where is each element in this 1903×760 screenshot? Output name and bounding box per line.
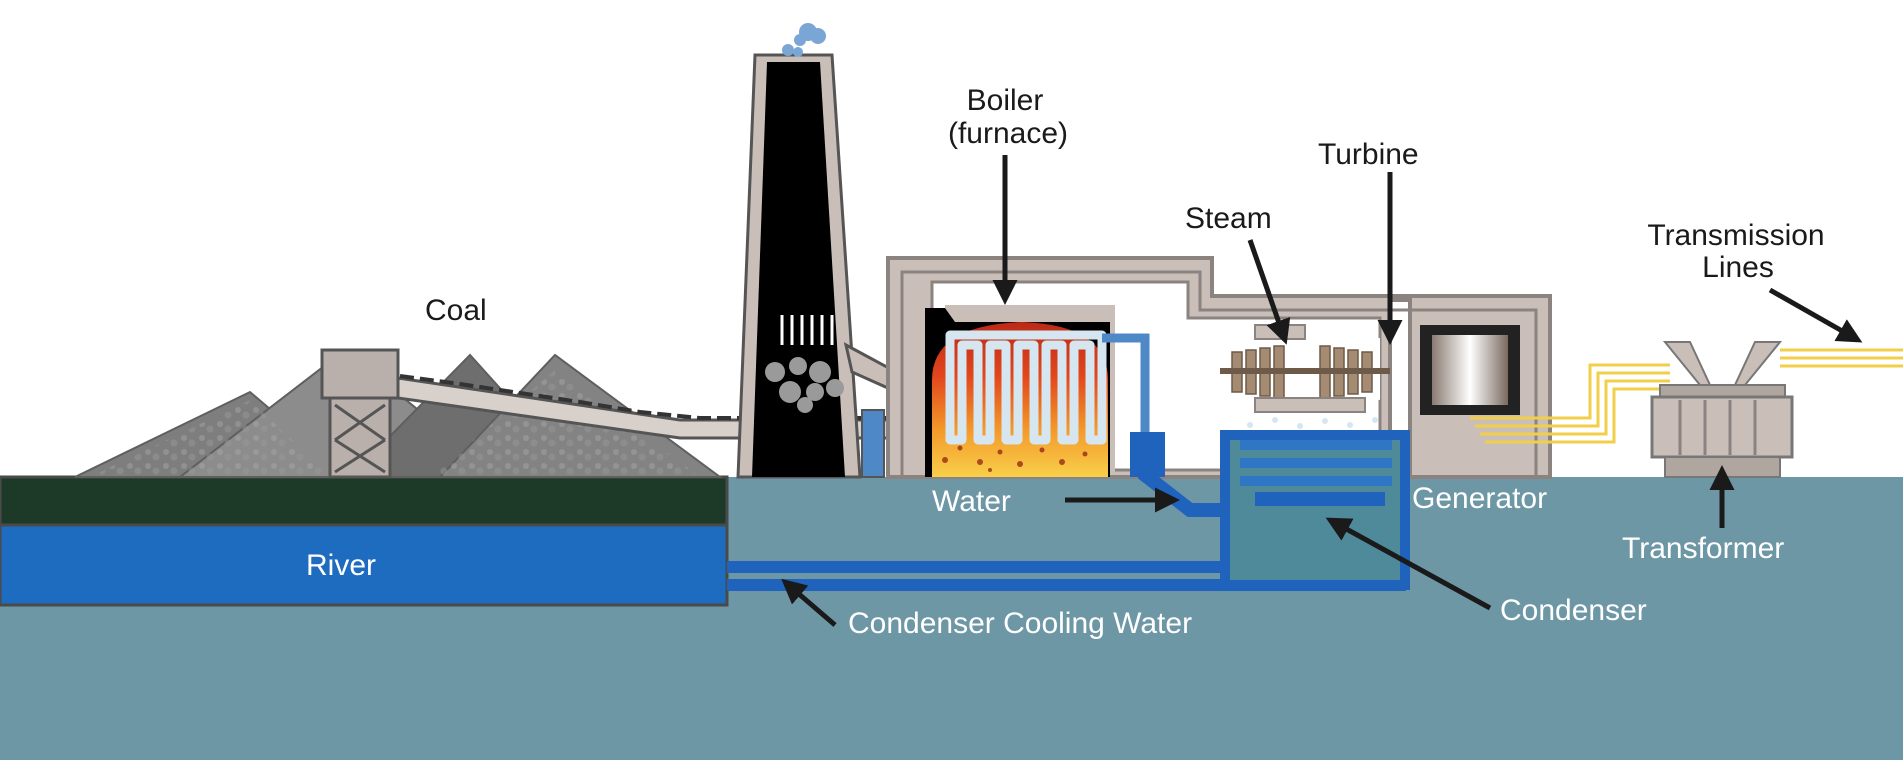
river xyxy=(0,523,729,607)
conveyor-tower xyxy=(320,348,400,479)
label-boiler-furnace: (furnace) xyxy=(948,117,1068,150)
generator xyxy=(1420,325,1520,415)
label-generator: Generator xyxy=(1412,482,1547,515)
smoke-puffs xyxy=(782,23,826,57)
condenser-arrow xyxy=(1325,517,1492,611)
label-transmission-lines: Lines xyxy=(1702,251,1774,284)
steam-arrow xyxy=(1247,239,1291,345)
label-boiler: Boiler xyxy=(967,84,1044,117)
chimney xyxy=(736,53,862,479)
label-coal: Coal xyxy=(425,294,487,327)
transformer xyxy=(1650,341,1794,478)
label-water: Water xyxy=(932,485,1011,518)
pointer-arrows xyxy=(781,155,1863,627)
label-transmission: Transmission xyxy=(1647,219,1824,252)
label-turbine: Turbine xyxy=(1318,138,1419,171)
label-transformer: Transformer xyxy=(1622,532,1784,565)
cooling-water-arrow xyxy=(781,578,837,627)
boiler-furnace xyxy=(861,308,1165,478)
label-steam: Steam xyxy=(1185,202,1272,235)
label-condenser: Condenser xyxy=(1500,594,1647,627)
condenser xyxy=(1220,417,1410,590)
transmission-arrow xyxy=(1768,287,1863,343)
label-condenser-cooling-water: Condenser Cooling Water xyxy=(848,607,1192,640)
label-river: River xyxy=(306,549,376,582)
grass-strip xyxy=(0,475,729,527)
transmission-wires xyxy=(1470,348,1903,444)
